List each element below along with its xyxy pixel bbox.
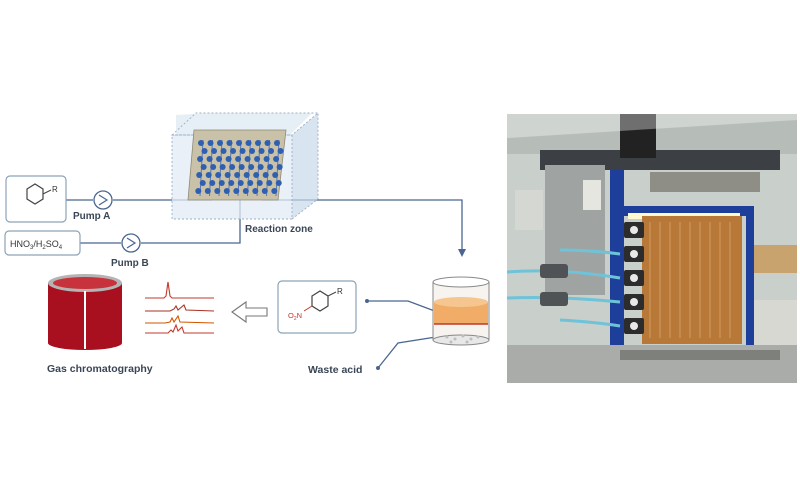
chip-mixing-unit <box>226 140 233 146</box>
chip-mixing-unit <box>255 140 261 146</box>
benzene-ring-icon <box>26 183 44 205</box>
microreactor-chip <box>187 129 287 201</box>
chip-mixing-unit <box>253 172 260 178</box>
gas-chromatography-label: Gas chromatography <box>47 363 153 375</box>
chip-mixing-unit <box>263 156 270 162</box>
chip-mixing-unit <box>244 156 251 162</box>
chip-mixing-unit <box>237 180 244 186</box>
chip-mixing-unit <box>225 156 232 162</box>
chip-mixing-unit <box>266 180 273 186</box>
nitro-group-label: O2N <box>288 311 302 322</box>
chip-mixing-unit <box>273 156 280 162</box>
chip-mixing-unit <box>205 172 212 178</box>
pump-b-icon <box>121 233 141 253</box>
chip-mixing-unit <box>233 188 240 194</box>
beaker-inlet-arrowhead <box>458 249 466 257</box>
product-r-label: R <box>337 287 343 296</box>
pump-a-icon <box>93 190 113 210</box>
chip-mixing-unit <box>229 164 236 170</box>
chip-mixing-unit <box>276 164 283 170</box>
substrate-box: R <box>5 175 67 223</box>
chip-mixing-unit <box>272 172 279 178</box>
chip-mixing-unit <box>207 140 214 146</box>
chip-mixing-unit <box>214 188 221 194</box>
chip-mixing-unit <box>275 180 282 186</box>
chip-mixing-unit <box>261 188 268 194</box>
reactor-photo <box>507 114 797 383</box>
chip-mixing-unit <box>236 140 242 146</box>
chip-mixing-unit <box>217 140 223 146</box>
gc-spectra <box>145 281 215 334</box>
product-leader-dot <box>365 299 369 303</box>
chip-mixing-unit <box>242 188 249 194</box>
spectrum-line-1 <box>145 281 214 299</box>
waste-leader-dot <box>376 366 380 370</box>
chip-mixing-unit <box>224 172 231 178</box>
line-product-leader <box>367 300 441 314</box>
chip-mixing-unit <box>206 156 213 162</box>
chip-mixing-unit <box>197 156 204 162</box>
gas-chromatography-icon <box>48 274 122 350</box>
chip-mixing-unit <box>196 172 203 178</box>
chip-mixing-unit <box>234 172 241 178</box>
hollow-arrow-left-icon <box>231 300 268 324</box>
waste-acid-beaker <box>432 276 490 346</box>
line-waste-leader <box>377 336 437 369</box>
chip-mixing-unit <box>249 148 256 154</box>
chip-mixing-unit <box>258 148 265 154</box>
chip-mixing-unit <box>277 148 284 154</box>
chip-mixing-unit <box>248 164 255 170</box>
chip-mixing-unit <box>262 172 269 178</box>
chip-mixing-unit <box>216 156 223 162</box>
pump-a-label: Pump A <box>73 211 110 222</box>
spectrum-line-2 <box>145 304 215 312</box>
acid-mixture-box: HNO3/H2SO4 <box>4 230 81 256</box>
chip-mixing-unit <box>210 164 217 170</box>
chip-mixing-unit <box>235 156 242 162</box>
reaction-zone-label: Reaction zone <box>245 224 313 235</box>
chip-mixing-unit <box>254 156 261 162</box>
chip-mixing-unit <box>247 180 254 186</box>
product-box: R O2N <box>277 280 357 334</box>
pump-b-label: Pump B <box>111 258 149 269</box>
chip-mixing-unit <box>252 188 259 194</box>
chip-mixing-unit <box>257 164 264 170</box>
substrate-r-label: R <box>52 185 58 194</box>
acid-mixture-label: HNO3/H2SO4 <box>10 239 63 251</box>
chip-mixing-unit <box>200 164 207 170</box>
chip-mixing-unit <box>271 188 278 194</box>
chip-mixing-unit <box>228 180 235 186</box>
chip-mixing-unit <box>245 140 252 146</box>
waste-acid-label: Waste acid <box>308 364 362 376</box>
chip-mixing-unit <box>201 148 208 154</box>
chip-mixing-unit <box>215 172 222 178</box>
chip-mixing-unit <box>230 148 237 154</box>
chip-mixing-unit <box>243 172 250 178</box>
chip-mixing-unit <box>220 148 227 154</box>
chip-mixing-unit <box>267 164 274 170</box>
chip-mixing-unit <box>198 140 204 146</box>
spectrum-line-4 <box>145 323 214 334</box>
chip-mixing-unit <box>204 188 211 194</box>
chip-mixing-unit <box>264 140 271 146</box>
chip-mixing-unit <box>223 188 230 194</box>
chip-mixing-unit <box>219 164 226 170</box>
chip-mixing-unit <box>238 164 245 170</box>
chip-mixing-unit <box>195 188 202 194</box>
chip-mixing-unit <box>211 148 218 154</box>
spectrum-line-3 <box>145 314 215 324</box>
chip-mixing-unit <box>199 180 206 186</box>
chip-mixing-unit <box>256 180 263 186</box>
chip-mixing-unit <box>239 148 246 154</box>
chip-mixing-unit <box>268 148 275 154</box>
chip-mixing-unit <box>274 140 280 146</box>
line-reactor-to-beaker <box>262 199 463 250</box>
chip-mixing-unit <box>209 180 216 186</box>
chip-mixing-unit <box>218 180 225 186</box>
